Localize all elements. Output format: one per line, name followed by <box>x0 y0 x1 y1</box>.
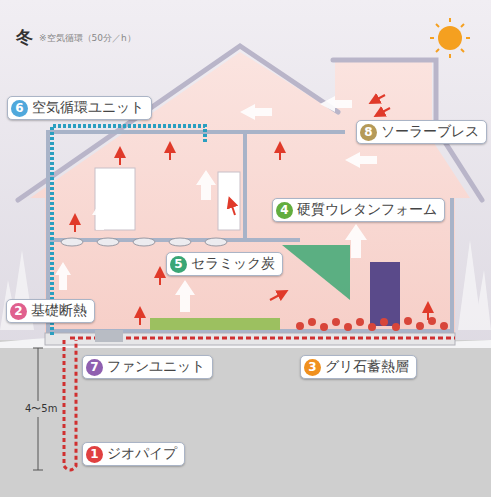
callout-box: 8ソーラーブレス <box>356 120 487 144</box>
callout-label: ソーラーブレス <box>381 123 479 141</box>
callout-box: 4硬質ウレタンフォーム <box>272 198 445 222</box>
callout-number: 7 <box>86 359 103 376</box>
callout-label: 硬質ウレタンフォーム <box>297 201 437 219</box>
callout-number: 2 <box>10 303 27 320</box>
callout-number: 1 <box>86 446 103 463</box>
callout-number: 8 <box>360 124 377 141</box>
callout-box: 2基礎断熱 <box>6 299 95 323</box>
callout-box: 1ジオパイプ <box>82 442 185 466</box>
callout-number: 6 <box>11 100 28 117</box>
callout-label: セラミック炭 <box>191 255 275 273</box>
callout-number: 4 <box>276 202 293 219</box>
callout-box: 3グリ石蓄熱層 <box>300 355 417 379</box>
callout-number: 3 <box>304 359 321 376</box>
note: ※空気循環（50分／h） <box>38 31 137 46</box>
callout-label: 基礎断熱 <box>31 302 87 320</box>
callout-label: グリ石蓄熱層 <box>325 358 409 376</box>
callout-box: 5セラミック炭 <box>166 252 283 276</box>
callout-label: ジオパイプ <box>107 445 177 463</box>
callout-number: 5 <box>170 256 187 273</box>
callout-label: 空気循環ユニット <box>32 99 144 117</box>
depth-dimension: 4〜5m <box>24 401 58 417</box>
season-title: 冬 <box>16 26 33 49</box>
callout-box: 6空気循環ユニット <box>7 96 152 120</box>
callout-box: 7ファンユニット <box>82 355 213 379</box>
callout-label: ファンユニット <box>107 358 205 376</box>
